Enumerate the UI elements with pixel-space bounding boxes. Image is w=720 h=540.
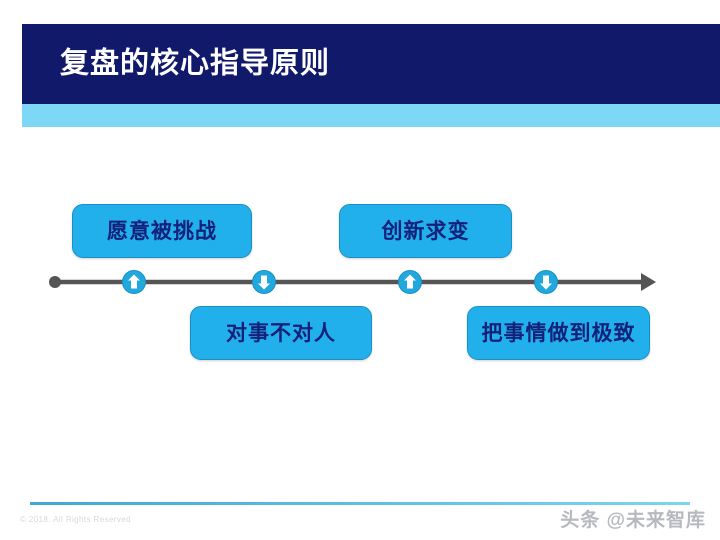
arrow-down-icon xyxy=(540,275,552,290)
timeline-marker-down-4[interactable] xyxy=(534,270,558,294)
title-bar: 复盘的核心指导原则 xyxy=(22,24,720,104)
timeline-start-dot xyxy=(49,276,61,288)
marker-circle xyxy=(252,270,276,294)
timeline-marker-up-1[interactable] xyxy=(122,270,146,294)
page-title: 复盘的核心指导原则 xyxy=(60,47,331,80)
principle-box-3[interactable]: 创新求变 xyxy=(339,204,512,258)
marker-circle xyxy=(534,270,558,294)
arrow-up-icon xyxy=(404,274,416,289)
arrow-down-icon xyxy=(258,275,270,290)
arrow-up-icon xyxy=(128,274,140,289)
principle-box-4[interactable]: 把事情做到极致 xyxy=(467,306,650,360)
principle-label: 创新求变 xyxy=(381,219,470,243)
timeline-marker-up-3[interactable] xyxy=(398,270,422,294)
principle-box-1[interactable]: 愿意被挑战 xyxy=(72,204,252,258)
timeline-marker-down-2[interactable] xyxy=(252,270,276,294)
marker-circle xyxy=(122,270,146,294)
principle-box-2[interactable]: 对事不对人 xyxy=(190,306,372,360)
title-accent-strip xyxy=(22,104,720,127)
copyright-text: © 2018. All Rights Reserved xyxy=(20,515,131,524)
watermark-text: 头条 @未来智库 xyxy=(560,510,706,531)
timeline-arrow-head-icon xyxy=(641,273,656,291)
principle-label: 把事情做到极致 xyxy=(481,321,636,345)
marker-circle xyxy=(398,270,422,294)
principle-label: 愿意被挑战 xyxy=(107,219,217,243)
footer-divider xyxy=(30,502,690,505)
principle-label: 对事不对人 xyxy=(226,321,336,345)
